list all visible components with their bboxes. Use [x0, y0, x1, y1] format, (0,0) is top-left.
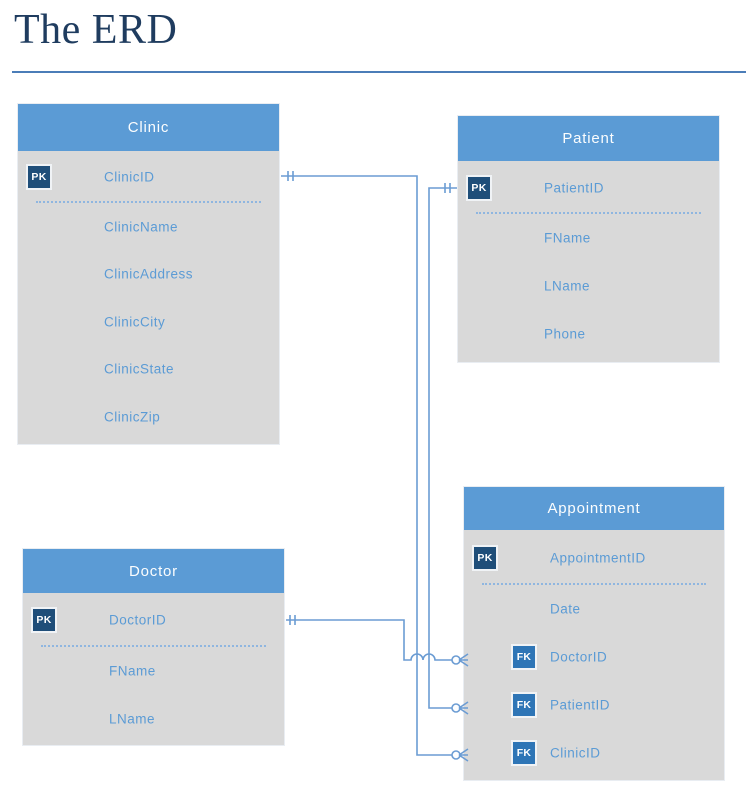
field-row: PK AppointmentID: [464, 530, 724, 585]
entity-appointment[interactable]: Appointment PK AppointmentID Date FK Doc…: [463, 486, 725, 781]
field-row: FK PatientID: [464, 681, 724, 729]
title-underline: [12, 71, 746, 73]
field-row: Phone: [458, 310, 719, 358]
field-row: PK DoctorID: [23, 593, 284, 647]
pk-badge: PK: [31, 607, 57, 633]
entity-appointment-header: Appointment: [464, 487, 724, 530]
relationship-doctor-appointment: [286, 615, 469, 667]
pk-badge: PK: [472, 544, 498, 571]
fk-badge: FK: [511, 692, 537, 718]
entity-doctor-header: Doctor: [23, 549, 284, 593]
field-row: LName: [458, 262, 719, 310]
field-row: PK ClinicID: [18, 151, 279, 203]
pk-badge: PK: [26, 164, 52, 190]
field-label: ClinicAddress: [104, 266, 194, 282]
cardinality-one-marker: [287, 171, 294, 181]
fk-badge: FK: [511, 644, 537, 670]
entity-patient[interactable]: Patient PK PatientID FName LName Phone: [457, 115, 720, 363]
field-row: Date: [464, 585, 724, 633]
field-label: LName: [109, 711, 156, 727]
connector-line: [286, 619, 452, 661]
field-label: ClinicName: [104, 219, 179, 235]
field-label: FName: [544, 230, 591, 246]
field-label: LName: [544, 278, 591, 294]
field-label: ClinicState: [104, 361, 175, 377]
cardinality-zero-marker: [451, 750, 461, 760]
field-label: Date: [550, 601, 581, 617]
entity-doctor[interactable]: Doctor PK DoctorID FName LName: [22, 548, 285, 746]
field-label: AppointmentID: [550, 550, 646, 565]
field-row: FK ClinicID: [464, 729, 724, 777]
cardinality-one-marker: [289, 615, 296, 625]
field-row: ClinicCity: [18, 298, 279, 346]
entity-clinic[interactable]: Clinic PK ClinicID ClinicName ClinicAddr…: [17, 103, 280, 445]
field-row: FK DoctorID: [464, 633, 724, 681]
field-row: FName: [23, 647, 284, 695]
fk-badge: FK: [511, 740, 537, 766]
field-row: ClinicState: [18, 346, 279, 394]
cardinality-one-marker: [444, 183, 451, 193]
field-label: ClinicZip: [104, 409, 161, 425]
pk-badge: PK: [466, 174, 492, 201]
field-label: PatientID: [544, 180, 605, 195]
field-label: FName: [109, 663, 156, 679]
connector-line: [281, 175, 452, 756]
connector-line: [428, 187, 457, 709]
field-row: LName: [23, 695, 284, 743]
field-label: DoctorID: [550, 649, 608, 665]
field-label: DoctorID: [109, 612, 167, 628]
field-row: FName: [458, 214, 719, 262]
field-row: ClinicName: [18, 203, 279, 251]
relationship-clinic-appointment: [281, 171, 469, 762]
field-label: ClinicCity: [104, 314, 166, 330]
field-row: ClinicAddress: [18, 251, 279, 299]
entity-clinic-header: Clinic: [18, 104, 279, 151]
cardinality-zero-marker: [451, 655, 461, 665]
field-row: PK PatientID: [458, 161, 719, 214]
page-title: The ERD: [14, 7, 178, 53]
entity-patient-header: Patient: [458, 116, 719, 161]
field-row: ClinicZip: [18, 393, 279, 441]
field-label: ClinicID: [104, 169, 155, 185]
field-label: Phone: [544, 326, 586, 342]
field-label: PatientID: [550, 697, 611, 713]
field-label: ClinicID: [550, 745, 601, 761]
cardinality-zero-marker: [451, 703, 461, 713]
